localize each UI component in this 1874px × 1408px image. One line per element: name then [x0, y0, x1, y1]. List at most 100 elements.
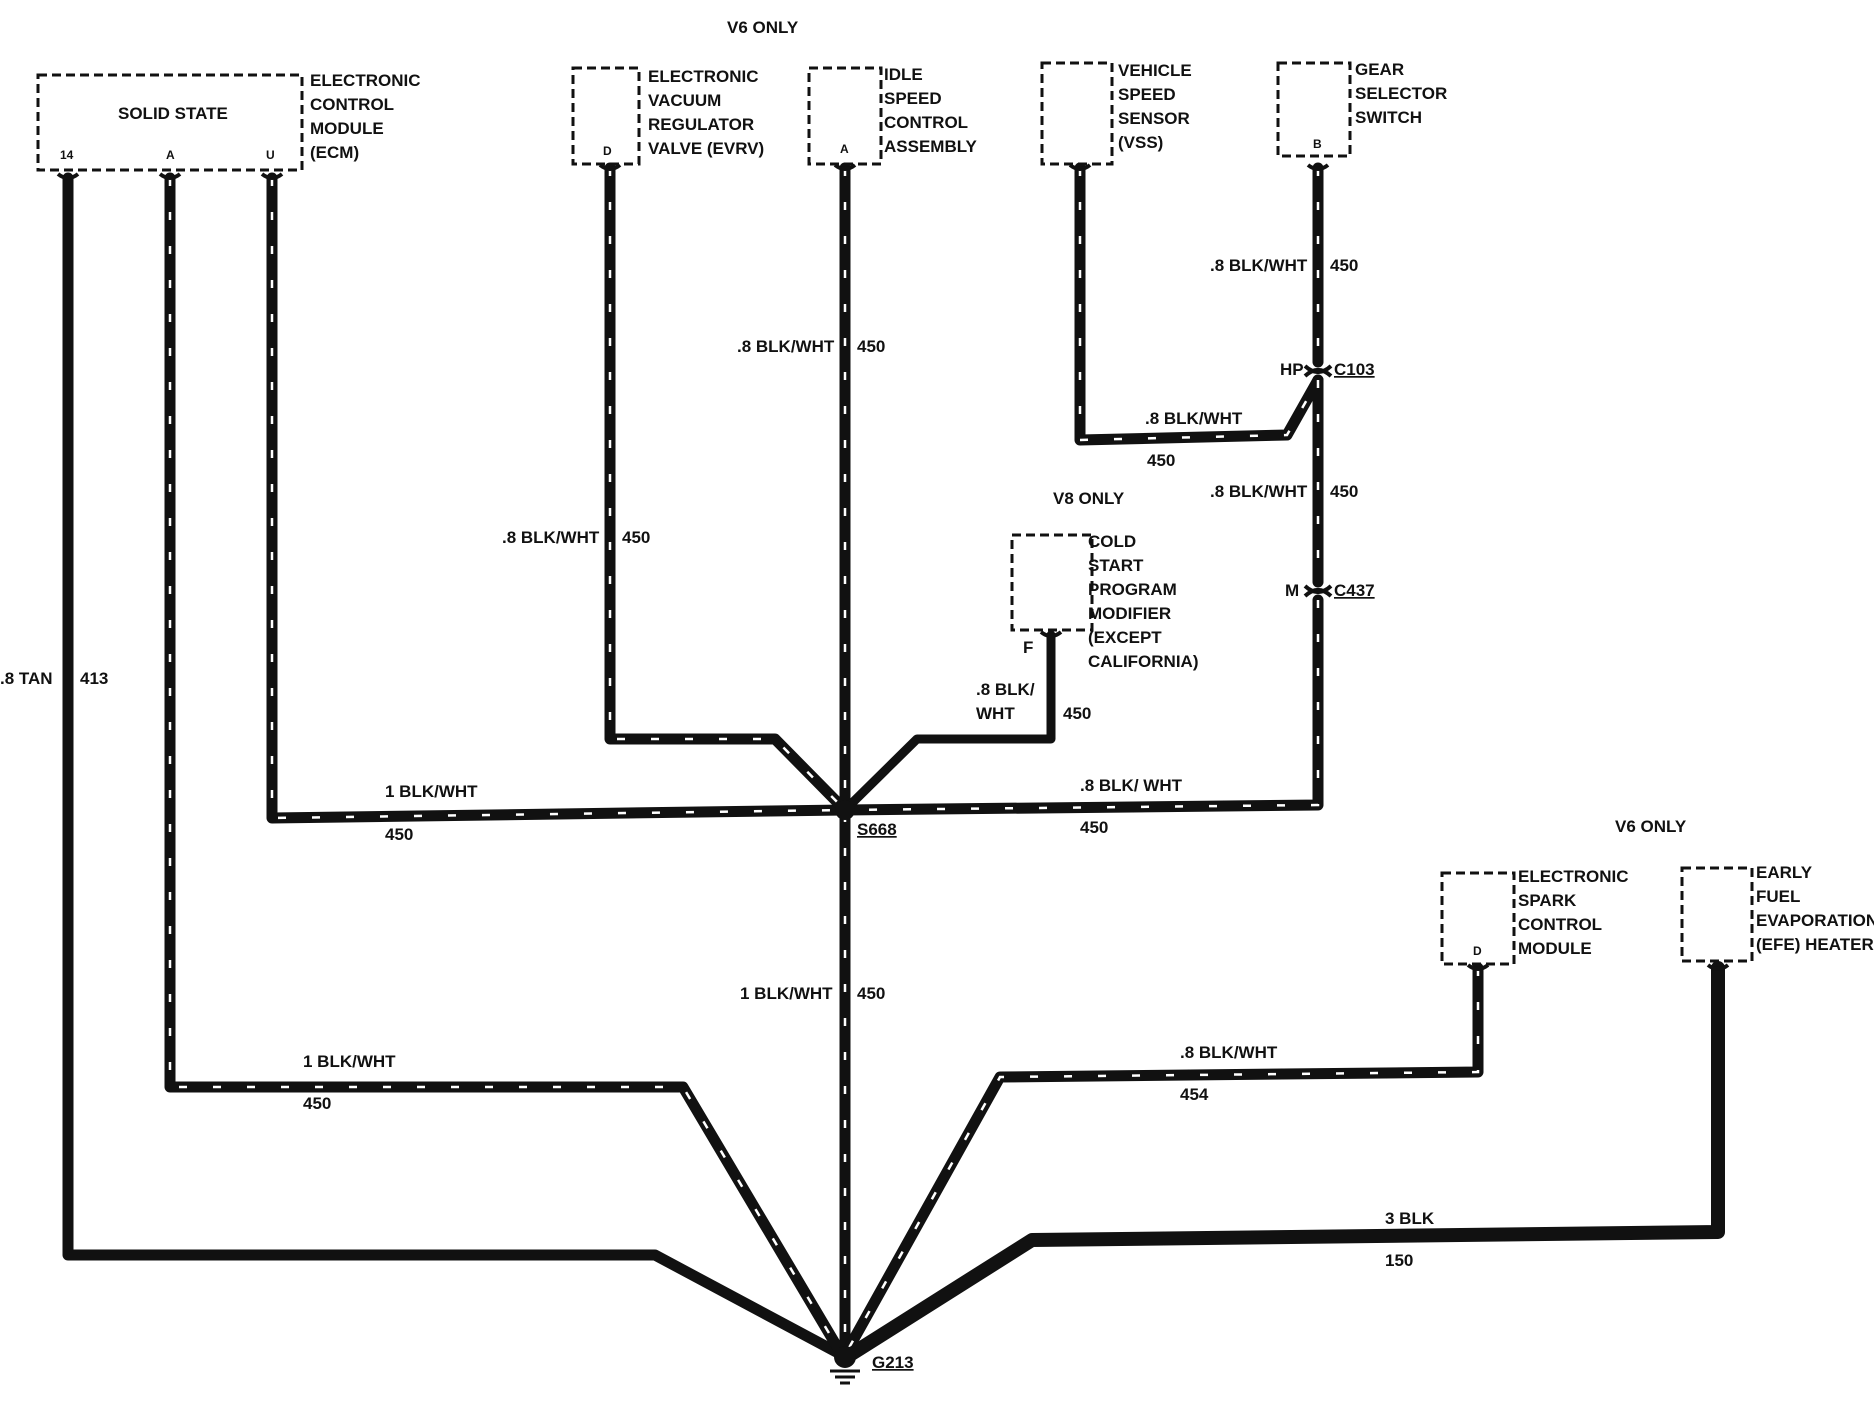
evrv-label-line4: VALVE (EVRV): [648, 139, 764, 158]
esc-box: [1440, 871, 1516, 966]
pin-cap-icon: [56, 163, 1730, 971]
vss-box: [1040, 61, 1114, 166]
wire-gear-upper-size: .8 BLK/WHT: [1210, 256, 1308, 275]
wire-evrv-size: .8 BLK/WHT: [502, 528, 600, 547]
wire-ecm-14-tan: [62, 172, 848, 1361]
wire-vss-size: .8 BLK/WHT: [1145, 409, 1243, 428]
wire-ecm14-circuit: 413: [80, 669, 108, 688]
wire-evrv-circuit: 450: [622, 528, 650, 547]
wire-vss-circuit: 450: [1147, 451, 1175, 470]
splice-dot-icon: [835, 800, 855, 820]
header-v6-right: V6 ONLY: [1615, 817, 1687, 836]
isc-label-line2: SPEED: [884, 89, 942, 108]
wire-efe-circuit: 150: [1385, 1251, 1413, 1270]
ecm-label-line3: MODULE: [310, 119, 384, 138]
efe-label-line2: FUEL: [1756, 887, 1800, 906]
vss-label-line1: VEHICLE: [1118, 61, 1192, 80]
gear-label-line3: SWITCH: [1355, 108, 1422, 127]
wire-splice-ground-circuit: 450: [857, 984, 885, 1003]
connector-c103-icon: [1303, 364, 1333, 378]
c103-label: C103: [1334, 360, 1375, 379]
isc-pin: A: [840, 142, 849, 156]
wire-esc-circuit: 454: [1180, 1085, 1209, 1104]
cspm-label-line6: CALIFORNIA): [1088, 652, 1198, 671]
component-boxes: [36, 61, 1754, 966]
ground-icon: [830, 1346, 860, 1385]
gear-label-line2: SELECTOR: [1355, 84, 1447, 103]
wire-isc-circuit: 450: [857, 337, 885, 356]
wire-ecm-u: [266, 172, 851, 824]
wires: [62, 162, 1725, 1362]
isc-label-line4: ASSEMBLY: [884, 137, 978, 156]
wire-gear-upper-circuit: 450: [1330, 256, 1358, 275]
ecm-pin-14: 14: [60, 148, 74, 162]
wire-right-trunk-circuit: 450: [1080, 818, 1108, 837]
evrv-box: [571, 66, 641, 166]
cspm-label-line4: MODIFIER: [1088, 604, 1171, 623]
esc-label-line3: CONTROL: [1518, 915, 1602, 934]
wire-gear-mid-size: .8 BLK/WHT: [1210, 482, 1308, 501]
ecm-label-line2: CONTROL: [310, 95, 394, 114]
esc-label-line2: SPARK: [1518, 891, 1577, 910]
c437-label: C437: [1334, 581, 1375, 600]
wire-isc-size: .8 BLK/WHT: [737, 337, 835, 356]
wire-splice-ground-size: 1 BLK/WHT: [740, 984, 833, 1003]
wire-ecm14-size: .8 TAN: [0, 669, 53, 688]
vss-label-line3: SENSOR: [1118, 109, 1190, 128]
esc-pin: D: [1473, 944, 1482, 958]
wire-ecmU-circuit: 450: [385, 825, 413, 844]
header-v8-mid: V8 ONLY: [1053, 489, 1125, 508]
wire-evrv: [604, 162, 851, 816]
wire-efe: [843, 961, 1725, 1362]
wire-ecmU-size: 1 BLK/WHT: [385, 782, 478, 801]
wire-cspm-size-line2: WHT: [976, 704, 1015, 723]
cspm-label-line2: START: [1088, 556, 1144, 575]
evrv-label-line2: VACUUM: [648, 91, 721, 110]
wire-esc-size: .8 BLK/WHT: [1180, 1043, 1278, 1062]
cspm-label-line3: PROGRAM: [1088, 580, 1177, 599]
evrv-label-line3: REGULATOR: [648, 115, 754, 134]
ecm-pin-a: A: [166, 148, 175, 162]
gear-box: [1276, 61, 1352, 158]
header-v6-top: V6 ONLY: [727, 18, 799, 37]
c103-pin-label: HP: [1280, 360, 1304, 379]
efe-label-line1: EARLY: [1756, 863, 1813, 882]
wire-ecmA-size: 1 BLK/WHT: [303, 1052, 396, 1071]
evrv-label-line1: ELECTRONIC: [648, 67, 759, 86]
wire-right-trunk-size: .8 BLK/ WHT: [1080, 776, 1183, 795]
cspm-box: [1010, 533, 1094, 632]
evrv-pin: D: [603, 144, 612, 158]
isc-label-line3: CONTROL: [884, 113, 968, 132]
vss-label-line2: SPEED: [1118, 85, 1176, 104]
isc-box: [807, 66, 883, 166]
wire-vss: [1074, 162, 1324, 446]
ecm-inner-label: SOLID STATE: [118, 104, 228, 123]
ground-label: G213: [872, 1353, 914, 1372]
ecm-box: [36, 73, 304, 172]
ecm-label-line4: (ECM): [310, 143, 359, 162]
wire-cold-start: [840, 630, 1056, 815]
splice-label: S668: [857, 820, 897, 839]
cspm-label-line5: (EXCEPT: [1088, 628, 1162, 647]
ecm-pin-u: U: [266, 148, 275, 162]
gear-pin: B: [1313, 137, 1322, 151]
wire-ecmA-circuit: 450: [303, 1094, 331, 1113]
connector-c437-icon: [1303, 584, 1333, 598]
cspm-label-line1: COLD: [1088, 532, 1136, 551]
wire-ecm-a: [164, 172, 848, 1361]
c437-pin-label: M: [1285, 581, 1299, 600]
wire-cspm-size-line1: .8 BLK/: [976, 680, 1035, 699]
cspm-pin: F: [1023, 638, 1033, 657]
esc-label-line4: MODULE: [1518, 939, 1592, 958]
wire-efe-size: 3 BLK: [1385, 1209, 1435, 1228]
wire-gear-mid-circuit: 450: [1330, 482, 1358, 501]
wire-cspm-circuit: 450: [1063, 704, 1091, 723]
connector-symbols: [56, 163, 1730, 971]
isc-label-line1: IDLE: [884, 65, 923, 84]
ecm-label-line1: ELECTRONIC: [310, 71, 421, 90]
vss-label-line4: (VSS): [1118, 133, 1163, 152]
gear-label-line1: GEAR: [1355, 60, 1404, 79]
efe-label-line3: EVAPORATION: [1756, 911, 1874, 930]
efe-label-line4: (EFE) HEATER: [1756, 935, 1874, 954]
